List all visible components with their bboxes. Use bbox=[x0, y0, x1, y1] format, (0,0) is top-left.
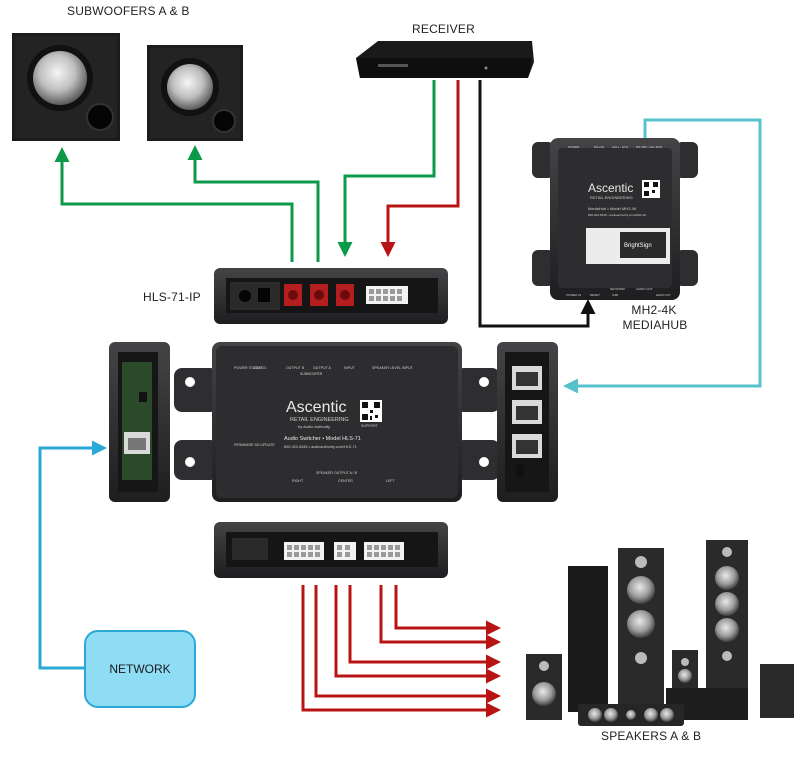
hls71-model: Audio Switcher • Model HLS-71 bbox=[284, 436, 361, 442]
hls71-support: SUPPORT bbox=[361, 424, 379, 428]
hls71-firmware-update: FIRMWARE SD UPDATE bbox=[234, 443, 275, 447]
speaker-output-cables bbox=[301, 585, 501, 718]
receiver-hdmi-cable bbox=[478, 80, 596, 328]
mediahub-bottom-label-5: HDMI OUT bbox=[656, 293, 671, 297]
mediahub-model-label: MH2-4K bbox=[631, 303, 677, 317]
mediahub-audio-cable bbox=[563, 118, 762, 394]
mediahub-bottom-label-1: RESET bbox=[590, 293, 600, 297]
network-cable bbox=[38, 440, 107, 670]
speakers bbox=[526, 540, 794, 726]
mediahub-name-label: MEDIAHUB bbox=[622, 318, 688, 332]
hls71-brand: Ascentic bbox=[286, 399, 346, 416]
subwoofers-label: SUBWOOFERS A & B bbox=[67, 4, 190, 18]
hls71-speaker-output: SPEAKER OUTPUT A / B bbox=[316, 471, 358, 475]
hls71-brand-sub: RETAIL ENGINEERING bbox=[290, 417, 349, 423]
network-box: NETWORK bbox=[84, 630, 196, 708]
mediahub-printed-text: Ascentic RETAIL ENGINEERING MediaHub • M… bbox=[566, 145, 671, 297]
hls71-subwoofer: SUBWOOFER bbox=[300, 372, 323, 376]
speakers-label: SPEAKERS A & B bbox=[601, 729, 702, 743]
subwoofer-a-cable bbox=[54, 147, 294, 262]
receiver-sub-cable bbox=[337, 80, 436, 257]
connections bbox=[38, 80, 762, 718]
hls-71-right-side-panel bbox=[497, 342, 558, 502]
hls71-printed-text: Ascentic RETAIL ENGINEERING by Audio Aut… bbox=[234, 366, 414, 483]
hls71-dc12: 12V DC bbox=[254, 366, 267, 370]
hls71-left: LEFT bbox=[386, 479, 396, 483]
hls71-output-a: OUTPUT A bbox=[313, 366, 332, 370]
mediahub-model: MediaHub • Model MH2-4K bbox=[588, 206, 637, 211]
hls-71-left-side-panel bbox=[109, 342, 170, 502]
subwoofer-b bbox=[147, 45, 243, 141]
subwoofer-b-cable bbox=[187, 145, 320, 262]
hls71-output-b: OUTPUT B bbox=[286, 366, 305, 370]
hls71-input: INPUT bbox=[344, 366, 356, 370]
hls-71-ip-label: HLS-71-IP bbox=[143, 290, 201, 304]
mediahub-top-label-2: HALL - ETH bbox=[612, 145, 628, 149]
mediahub-top-label-0: POWER bbox=[568, 145, 580, 149]
hls71-center: CENTER bbox=[338, 479, 353, 483]
mediahub-top-label-3: RS-485 / CEC BUS bbox=[636, 145, 662, 149]
mediahub-bottom-label-2: NETWORK bbox=[610, 287, 625, 291]
hls71-speaker-level-input: SPEAKER LEVEL INPUT bbox=[372, 366, 414, 370]
mediahub-brand-sub: RETAIL ENGINEERING bbox=[590, 195, 633, 200]
receiver-device bbox=[356, 41, 534, 78]
mediahub-brightsign: BrightSign bbox=[624, 243, 652, 249]
hls71-right: RIGHT bbox=[292, 479, 304, 483]
mediahub-bottom-label-0: POWER IN bbox=[566, 293, 581, 297]
hls71-brand-tag: by Audio Authority bbox=[298, 424, 330, 429]
subwoofer-a bbox=[12, 33, 120, 141]
mediahub-brand: Ascentic bbox=[588, 181, 633, 195]
network-label: NETWORK bbox=[109, 662, 171, 676]
mediahub-device bbox=[532, 138, 698, 300]
hls-71-ip-top-panel bbox=[214, 268, 448, 324]
mediahub-top-label-1: RS-232 bbox=[594, 145, 605, 149]
receiver-label: RECEIVER bbox=[412, 22, 475, 36]
mediahub-contact: 800-322-8346 • audioauthority.com/MH2-4K bbox=[588, 213, 646, 217]
hls-71-bottom-panel bbox=[214, 522, 448, 578]
receiver-speaker-cable bbox=[380, 80, 460, 257]
mediahub-bottom-label-3: USB bbox=[612, 293, 618, 297]
hls71-power-status: POWER STATUS bbox=[234, 366, 263, 370]
hls-71-main-unit bbox=[174, 342, 500, 502]
hls71-contact: 800-322-8346 • audioauthority.com/HLS-71 bbox=[284, 445, 357, 449]
mediahub-bottom-label-4: AUDIO OUT bbox=[636, 287, 653, 291]
